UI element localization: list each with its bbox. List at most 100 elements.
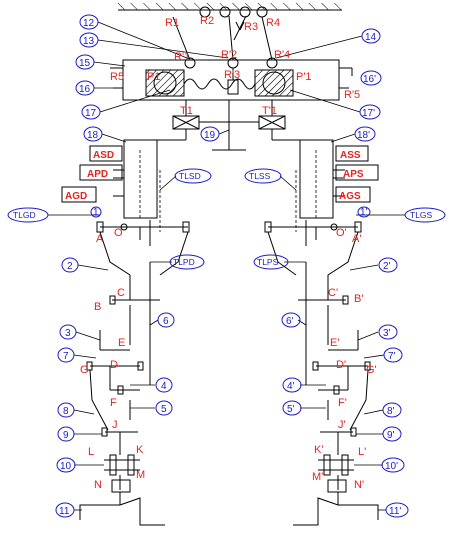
joint-m: M [136, 469, 145, 481]
box-agd: AGD [65, 191, 87, 202]
label-r2: R2 [200, 15, 214, 27]
tag-tlpd: TLPD [173, 257, 195, 267]
joint-e: E [118, 337, 125, 349]
tag-tlgs: TLGS [410, 210, 433, 220]
label-r2prime: R'2 [221, 49, 237, 61]
balloon-17: 17 [85, 108, 97, 119]
balloon-16prime: 16' [363, 74, 376, 85]
left-leg [79, 129, 190, 526]
balloon-15: 15 [79, 58, 91, 69]
tag-tlgd: TLGD [13, 210, 36, 220]
joint-cprime: C' [328, 287, 338, 299]
label-r5: R5 [110, 71, 124, 83]
number-balloons-left: 12 13 15 16 17 18 19 2 3 7 8 9 10 11 [55, 14, 220, 518]
box-apd: APD [87, 169, 108, 180]
ground-frame [118, 3, 342, 11]
hip-actuators [172, 100, 286, 151]
pivot-labels: R1 R2 R3 R4 R'1 R'2 R'3 R'4 R5 R'5 P1 P'… [110, 15, 360, 117]
label-r3: R3 [244, 21, 258, 33]
balloon-3: 3 [65, 328, 71, 339]
balloon-8: 8 [63, 406, 69, 417]
joint-lprime: L' [358, 446, 366, 458]
actuator-boxes-right: ASS APS AGS [335, 145, 379, 203]
label-r3prime: R'3 [224, 69, 240, 81]
joint-f: F [110, 397, 117, 409]
balloon-8prime: 8' [387, 406, 395, 417]
balloon-13: 13 [83, 36, 95, 47]
joint-eprime: E' [330, 337, 339, 349]
label-r5prime: R'5 [344, 89, 360, 101]
balloon-4: 4 [161, 381, 167, 392]
p1prime-motor-housing [254, 69, 294, 97]
balloon-18prime: 18' [357, 130, 370, 141]
joint-dprime: D' [336, 359, 346, 371]
balloon-7: 7 [63, 351, 69, 362]
leader-lines [73, 21, 386, 511]
joint-k: K [136, 444, 144, 456]
node-one-left: 1 [93, 207, 99, 218]
balloon-18: 18 [87, 130, 99, 141]
balloon-9: 9 [63, 430, 69, 441]
box-aps: APS [343, 169, 364, 180]
tag-tlps: TLPS [257, 257, 279, 267]
balloon-12: 12 [83, 18, 95, 29]
balloon-5: 5 [161, 404, 167, 415]
joint-mprime: M' [312, 471, 323, 483]
joint-a: A [96, 233, 104, 245]
balloon-2: 2 [67, 261, 73, 272]
label-r4prime: R'4 [274, 49, 290, 61]
balloon-9prime: 9' [387, 430, 395, 441]
balloon-19: 19 [204, 130, 216, 141]
box-ags: AGS [339, 191, 361, 202]
joint-c: C [117, 287, 125, 299]
tag-tlss: TLSS [249, 171, 271, 181]
balloon-6prime: 6' [286, 316, 294, 327]
box-ass: ASS [340, 150, 361, 161]
balloon-17prime: 17' [362, 108, 375, 119]
transmission-tags: TLSD TLGD TLPD TLSS TLGS TLPS 1 1' [7, 168, 446, 270]
balloon-6: 6 [163, 316, 169, 327]
joint-d: D [110, 359, 118, 371]
actuator-boxes-left: ASD APD AGD [61, 145, 123, 203]
balloon-4prime: 4' [287, 381, 295, 392]
label-t1prime: T'1 [262, 105, 277, 117]
joint-labels-right: O' A' B' C' E' D' G' F' J' K' L' N' M' [312, 227, 377, 491]
joint-j: J [112, 419, 118, 431]
joint-jprime: J' [338, 419, 346, 431]
joint-b: B [94, 301, 101, 313]
joint-nprime: N' [354, 479, 364, 491]
joint-aprime: A' [352, 233, 361, 245]
label-r1prime: R'1 [174, 51, 190, 63]
label-p1prime: P'1 [296, 71, 312, 83]
joint-labels-left: O A B C E D G F J K L N M [80, 227, 145, 491]
balloon-10prime: 10' [385, 461, 398, 472]
node-one-right: 1' [360, 207, 368, 218]
right-leg [264, 129, 379, 526]
balloon-11: 11 [59, 506, 70, 517]
joint-n: N [94, 479, 102, 491]
balloon-10: 10 [60, 461, 72, 472]
balloon-14: 14 [365, 32, 377, 43]
joint-oprime: O' [336, 227, 347, 239]
label-p1: P1 [147, 71, 160, 83]
joint-l: L [88, 446, 94, 458]
balloon-7prime: 7' [388, 351, 396, 362]
number-balloons-right: 14 16' 17' 18' 2' 6' 3' 7' 4' 5' 8' 9' 1… [281, 28, 409, 518]
balloon-3prime: 3' [383, 328, 391, 339]
box-asd: ASD [93, 150, 114, 161]
balloon-11prime: 11' [389, 506, 401, 517]
joint-kprime: K' [314, 444, 323, 456]
upper-linkage [172, 6, 278, 69]
balloon-16: 16 [79, 84, 91, 95]
label-r1: R1 [165, 17, 179, 29]
joint-bprime: B' [354, 293, 363, 305]
joint-o: O [114, 227, 123, 239]
joint-g: G [80, 364, 89, 376]
label-t1: T1 [180, 105, 193, 117]
balloon-2prime: 2' [383, 261, 391, 272]
joint-fprime: F' [338, 397, 347, 409]
balloon-5prime: 5' [287, 404, 295, 415]
number-balloons-center: 6 4 5 [155, 312, 175, 416]
label-r4: R4 [266, 17, 280, 29]
